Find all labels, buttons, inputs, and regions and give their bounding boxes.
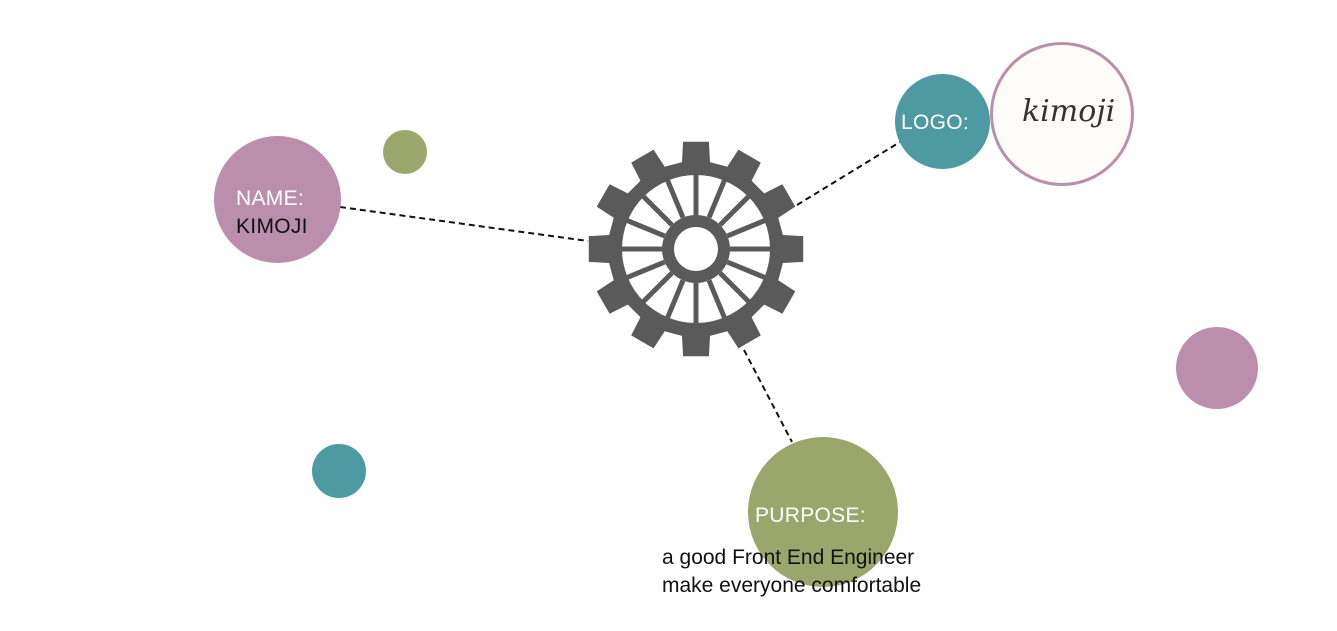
name-node	[214, 136, 341, 263]
gear-spoke	[718, 271, 751, 304]
logo-badge	[990, 42, 1134, 186]
purpose-label: PURPOSE:	[755, 504, 866, 527]
connector-name	[339, 206, 589, 242]
gear-icon	[588, 141, 804, 357]
gear-center-hole	[674, 227, 718, 271]
gear-spoke	[706, 178, 728, 219]
decor-bubble-teal	[312, 444, 366, 498]
gear-spoke	[664, 178, 686, 219]
decor-bubble-pink	[1176, 327, 1258, 409]
gear-spoke	[726, 259, 767, 281]
gear-spoke	[718, 194, 751, 227]
gear-spoke	[625, 259, 666, 281]
logo-node	[895, 74, 990, 169]
name-value: KIMOJI	[236, 215, 308, 238]
gear-spoke	[726, 217, 767, 239]
connector-logo	[796, 141, 901, 206]
logo-wordmark: kimoji	[1022, 94, 1116, 129]
connector-purpose	[743, 349, 793, 443]
decor-bubble-olive	[383, 130, 427, 174]
gear-spoke	[625, 217, 666, 239]
logo-label: LOGO:	[901, 111, 970, 134]
purpose-node	[748, 437, 898, 587]
name-label: NAME:	[236, 187, 305, 210]
gear-spoke	[641, 271, 674, 304]
purpose-line-2: make everyone comfortable	[662, 574, 922, 597]
gear-spoke	[706, 279, 728, 320]
purpose-line-1: a good Front End Engineer	[662, 546, 915, 569]
gear-spoke	[641, 194, 674, 227]
gear-spoke	[664, 279, 686, 320]
